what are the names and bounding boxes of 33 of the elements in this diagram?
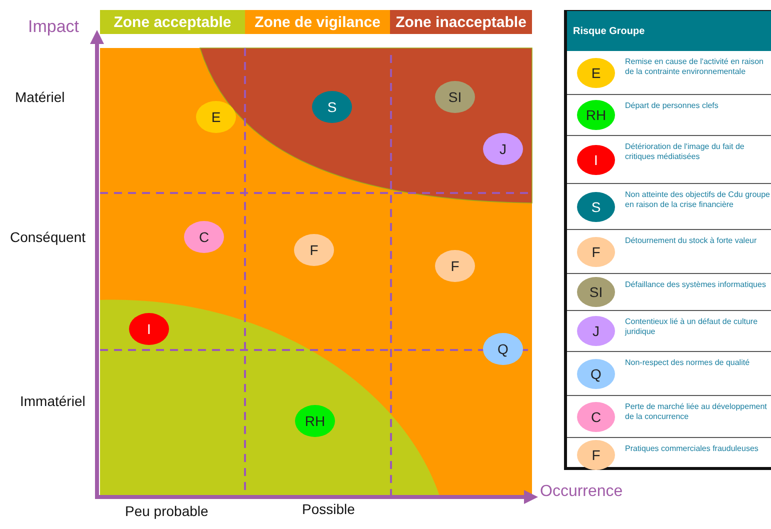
risk-description: Départ de personnes clefs: [625, 101, 720, 111]
risk-bubble: I: [577, 144, 615, 174]
axis-label: Peu probable: [125, 503, 208, 519]
axis-label: Immatériel: [20, 393, 86, 409]
risk-description: Détérioration de l'image du fait de critiques médiatisées: [625, 142, 746, 162]
risk-description: Non atteinte des objectifs de Cdu groupe en raison de la crise financière: [625, 190, 771, 210]
risk-description: Non-respect des normes de qualité: [625, 358, 751, 368]
risk-description: Détournement du stock à forte valeur: [625, 236, 758, 246]
axis-label: Possible: [302, 501, 355, 517]
risk-description: Pratiques commerciales frauduleuses: [625, 444, 760, 454]
risk-description: Remise en cause de l'activité en raison de la contrainte environnementale: [625, 57, 764, 77]
risk-legend-table: [564, 10, 771, 470]
axis-label: Impact: [28, 16, 80, 36]
risk-bubble: C: [577, 402, 615, 432]
risk-bubble: J: [577, 316, 615, 346]
axis-label: Matériel: [15, 89, 65, 105]
risk-description: Perte de marché liée au développement de la concurrence: [625, 402, 768, 422]
risk-bubble: F: [577, 236, 615, 266]
zone-header-band: Zone inacceptable: [390, 10, 532, 34]
risk-bubble: Q: [577, 358, 615, 388]
risk-description: Défaillance des systèmes informatiques: [625, 280, 767, 290]
legend-row: [567, 274, 771, 311]
risk-description: Contentieux lié à un défaut de culture juridique: [625, 317, 759, 337]
table-header: Risque Groupe: [567, 11, 771, 51]
axis-label: Conséquent: [10, 229, 86, 245]
axis-label: Occurrence: [540, 483, 623, 501]
risk-bubble: RH: [577, 100, 615, 130]
risk-bubble: E: [577, 58, 615, 88]
zone-header-band: Zone acceptable: [100, 10, 245, 34]
risk-bubble: S: [577, 192, 615, 222]
zone-header-band: Zone de vigilance: [245, 10, 390, 34]
risk-bubble: F: [577, 440, 615, 470]
risk-bubble: SI: [577, 277, 615, 307]
